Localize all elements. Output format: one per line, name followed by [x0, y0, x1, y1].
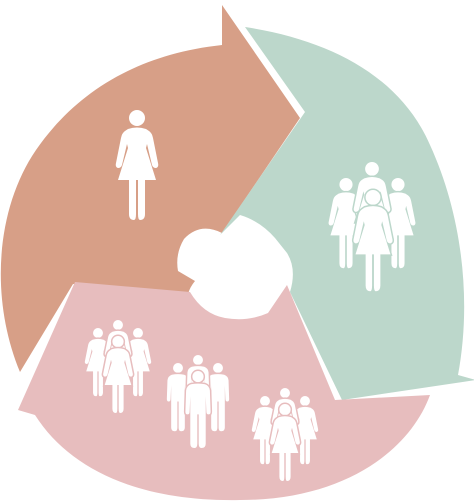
cycle-segment-orange — [0, 5, 300, 372]
